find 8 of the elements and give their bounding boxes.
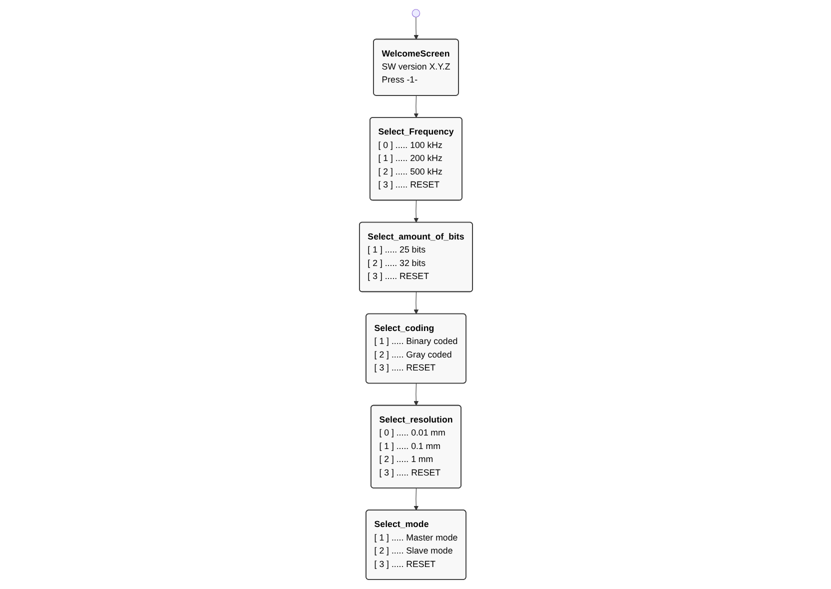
arrow	[413, 95, 418, 118]
arrow	[413, 383, 418, 406]
arrow	[413, 200, 418, 223]
state-diagram: WelcomeScreen SW version X.Y.Z Press -1- Select_Frequency [ 0 ] ..... 100 kHz [ 1 ] ..... 200 kHz [ 2 ] ..... 500 kHz [ 3 ] ..... RESET Select_amount_of_bits [ 1 ] ..... 25 bits [ 2 ] ..... 32 bits [ 3 ] ..... RESET Select_coding [ 1 ] ..... Binary coded [ 2 ] ..... Gray coded [ 3 ] ..... RESET Select_resolution [ 0 ] ..... 0.01 mm [ 1 ] ..... 0.1 mm [ 2 ] ..... 1 mm [ 3 ] ..... RESET Select_mode [ 1 ] ..... Master mode [ 2 ] ..... Slave mode [ 3 ] ..... RESET	[354, 5, 476, 584]
arrow	[413, 292, 418, 314]
arrow	[413, 16, 418, 40]
arrow	[413, 488, 418, 511]
node-circle	[411, 9, 420, 18]
